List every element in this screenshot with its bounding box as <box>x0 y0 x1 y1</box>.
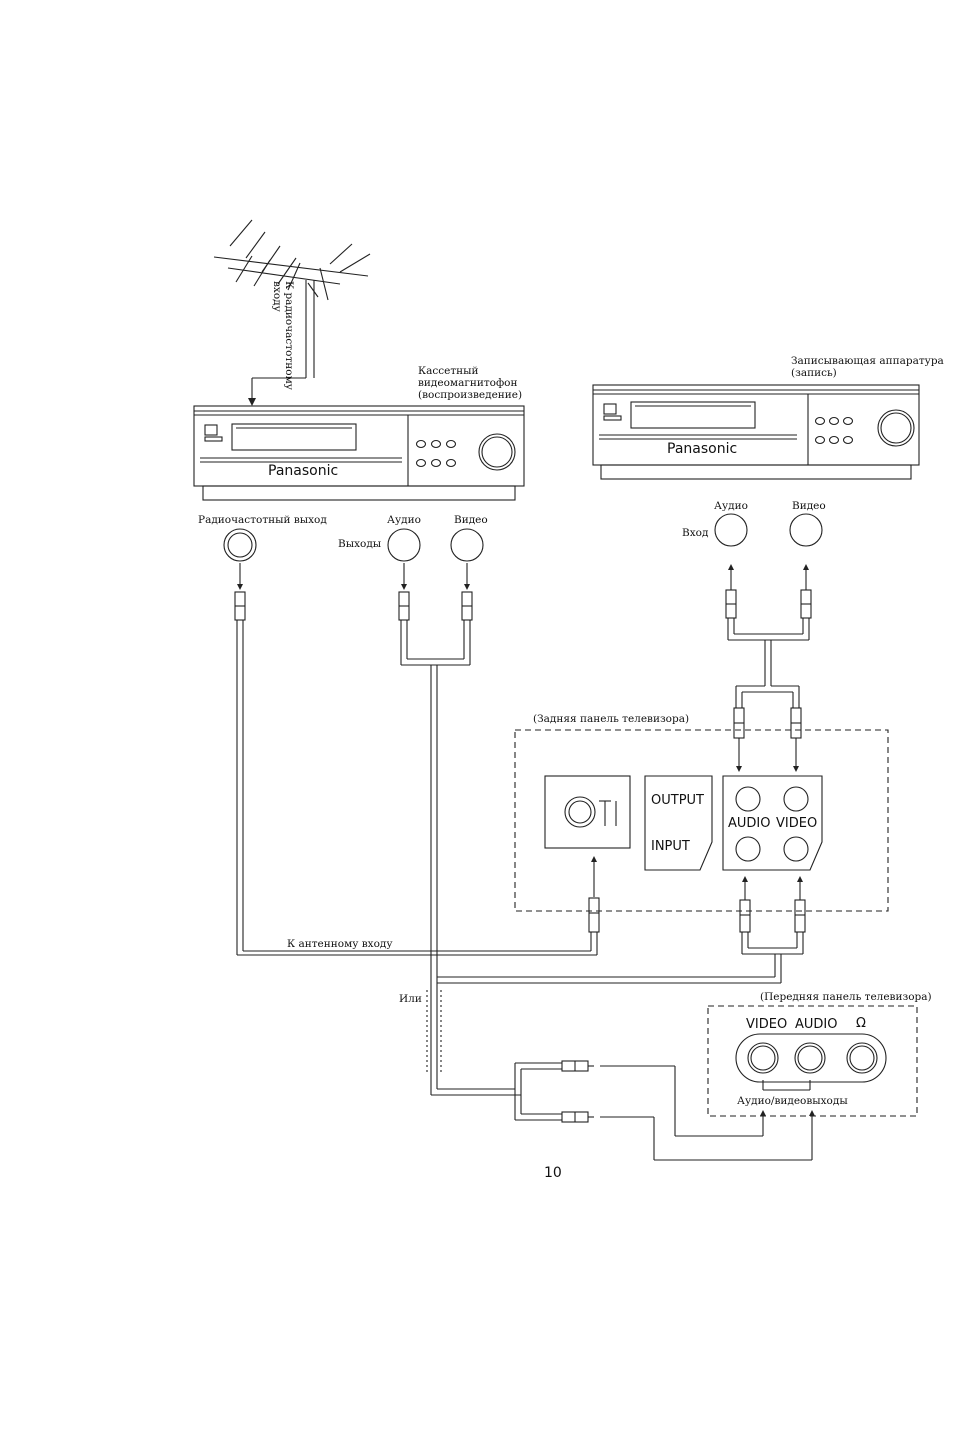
input-label: Вход <box>682 527 709 539</box>
or-label: Или <box>399 993 422 1005</box>
vcr-record-title-line2: (запись) <box>791 367 837 379</box>
headphone-icon: Ω <box>856 1016 866 1031</box>
outputs-label: Выходы <box>338 538 382 550</box>
tv-output-label: OUTPUT <box>651 793 704 808</box>
antenna-label-line1: К радиочастотному <box>283 281 295 390</box>
playback-cables <box>236 620 782 1121</box>
record-input-cables <box>725 564 812 772</box>
vcr-playback-plugs <box>234 563 473 621</box>
vcr-record-jacks <box>714 513 823 547</box>
vcr-record-brand: Panasonic <box>667 441 738 457</box>
vcr-record-title-line1: Записывающая аппаратура <box>791 355 944 367</box>
tv-antenna-input-plug <box>588 856 600 933</box>
tv-front-title: (Передняя панель телевизора) <box>760 991 932 1003</box>
vcr-record-audio-label: Аудио <box>714 500 748 512</box>
vcr-record-title: Записывающая аппаратура (запись) <box>791 355 944 379</box>
antenna-label: К радиочастотному входу <box>271 281 295 390</box>
antenna-icon <box>213 219 371 406</box>
vcr-playback-video-label: Видео <box>454 514 488 526</box>
vcr-playback-title-line1: Кассетный <box>418 365 479 377</box>
front-panel-plugs <box>561 1060 594 1123</box>
tv-front-audio-label: AUDIO <box>795 1017 838 1032</box>
av-outputs-label: Аудио/видеовыходы <box>737 1095 848 1107</box>
page-number: 10 <box>544 1165 562 1181</box>
tv-rear-panel <box>514 729 889 912</box>
vcr-record <box>592 384 920 480</box>
vcr-playback-brand: Panasonic <box>268 463 339 479</box>
tv-rear-video-label: VIDEO <box>776 816 818 831</box>
tv-av-input-plugs <box>739 876 806 955</box>
vcr-playback-title: Кассетный видеомагнитофон (воспроизведен… <box>418 365 522 401</box>
vcr-playback <box>193 405 525 501</box>
tv-rear-audio-label: AUDIO <box>728 816 771 831</box>
or-dotted-lines <box>426 990 442 1075</box>
vcr-playback-audio-label: Аудио <box>387 514 421 526</box>
tv-input-label: INPUT <box>651 839 690 854</box>
vcr-playback-title-line2: видеомагнитофон <box>418 377 518 389</box>
front-panel-cables <box>600 1065 815 1161</box>
antenna-input-label: К антенному входу <box>287 938 393 950</box>
tv-rear-title: (Задняя панель телевизора) <box>533 713 690 725</box>
vcr-playback-jacks <box>223 528 484 562</box>
antenna-label-line2: входу <box>271 281 283 312</box>
tv-front-video-label: VIDEO <box>746 1017 788 1032</box>
vcr-playback-title-line3: (воспроизведение) <box>418 389 523 401</box>
rf-output-label: Радиочастотный выход <box>198 514 327 526</box>
vcr-record-video-label: Видео <box>792 500 826 512</box>
